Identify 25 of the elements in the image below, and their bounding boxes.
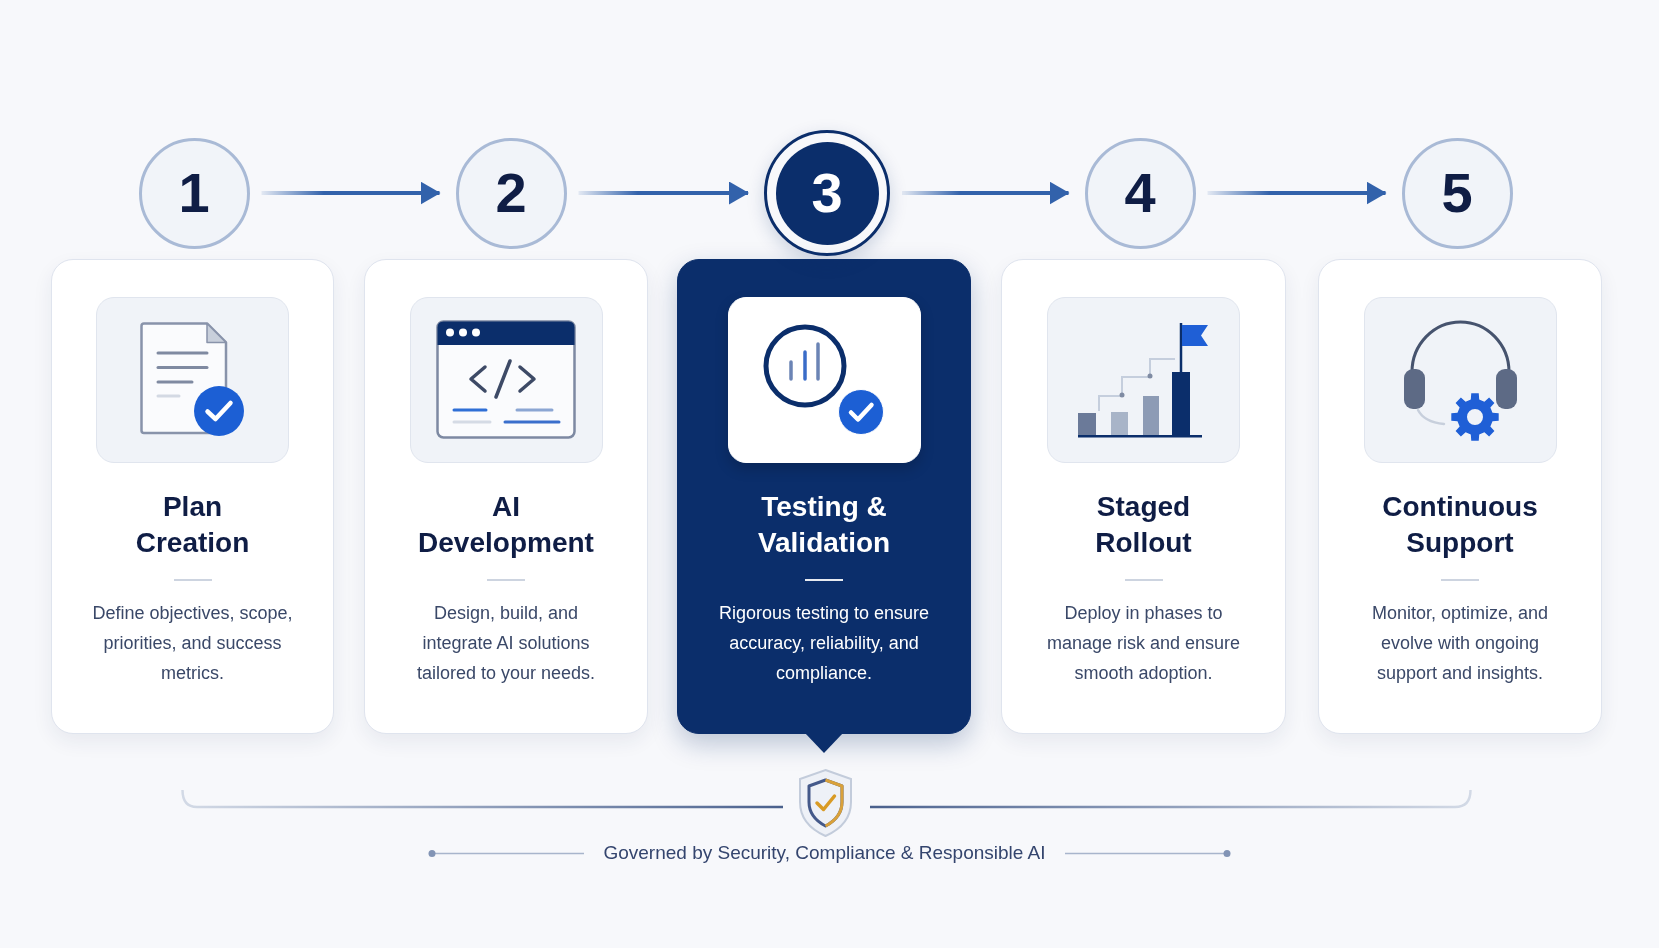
step-title: Staged Rollout <box>1094 489 1193 560</box>
step-number: 2 <box>495 165 527 221</box>
step-description: Monitor, optimize, and evolve with ongoing support and insights. <box>1370 601 1550 685</box>
step-title: Plan Creation <box>134 489 251 560</box>
step-title: Continuous Support <box>1381 489 1539 560</box>
step-card <box>1001 259 1286 734</box>
step-number: 1 <box>178 165 210 221</box>
arrow <box>1207 181 1387 205</box>
step-number: 3 <box>811 165 843 221</box>
step-card <box>677 259 971 734</box>
step-description: Rigorous testing to ensure accuracy, reliability, and compliance. <box>717 601 931 685</box>
step-card <box>364 259 648 734</box>
step-title: Testing & Validation <box>756 489 892 560</box>
arrow <box>902 181 1070 205</box>
step-description: Define objectives, scope, priorities, and success metrics. <box>91 601 294 685</box>
step-card <box>51 259 334 734</box>
arrow <box>261 181 441 205</box>
step-number: 4 <box>1124 165 1156 221</box>
arrow <box>578 181 749 205</box>
step-title: AI Development <box>417 489 595 560</box>
step-number: 5 <box>1441 165 1473 221</box>
footer-note: Governed by Security, Compliance & Responsible AI <box>603 841 1046 865</box>
step-description: Deploy in phases to manage risk and ensure smooth adoption. <box>1045 601 1242 685</box>
step-description: Design, build, and integrate AI solutions tailored to your needs. <box>415 601 597 685</box>
step-card <box>1318 259 1602 734</box>
